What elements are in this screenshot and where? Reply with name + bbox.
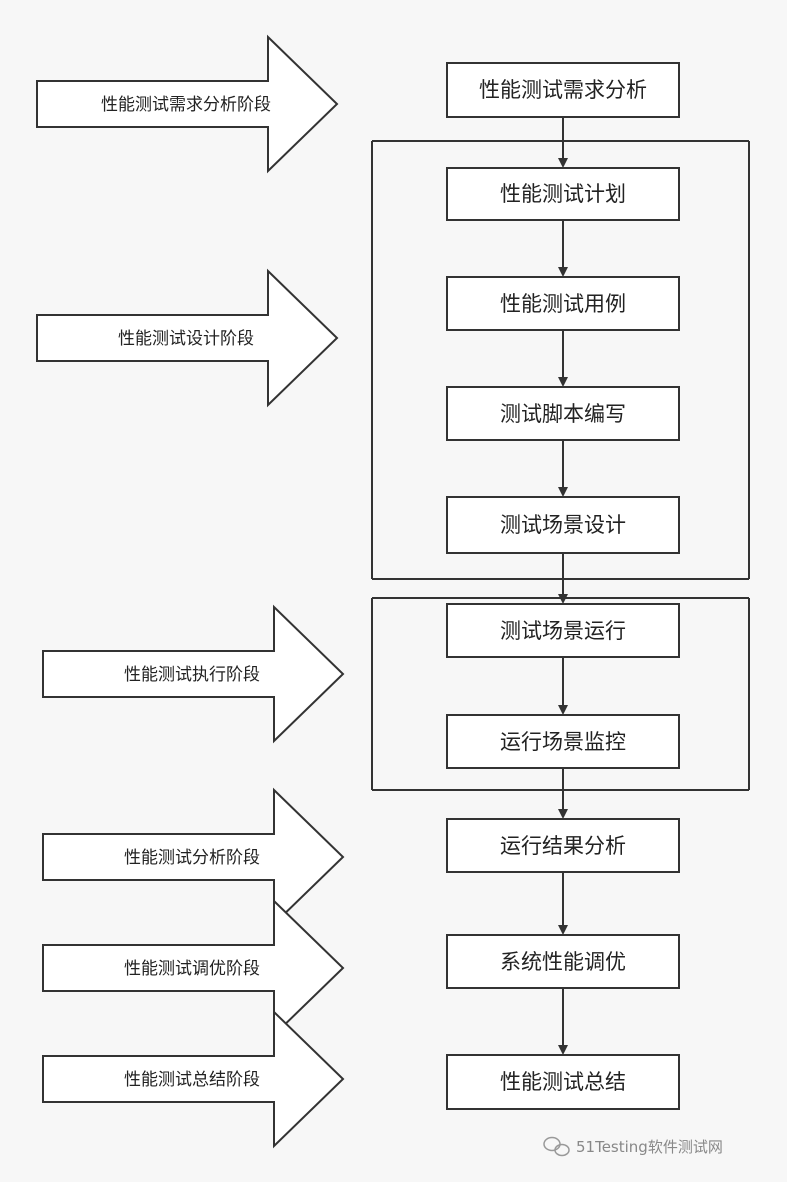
- phase-label: 性能测试分析阶段: [124, 848, 260, 868]
- phase-label: 性能测试设计阶段: [118, 329, 254, 349]
- step-label: 性能测试用例: [500, 292, 626, 316]
- step-box: 性能测试总结: [446, 1054, 680, 1110]
- step-label: 性能测试需求分析: [479, 78, 647, 102]
- phase-label: 性能测试总结阶段: [124, 1070, 260, 1090]
- step-box: 性能测试计划: [446, 167, 680, 221]
- step-box: 测试场景设计: [446, 496, 680, 554]
- step-box: 系统性能调优: [446, 934, 680, 989]
- watermark: 51Testing软件测试网: [543, 1136, 723, 1157]
- step-box: 性能测试需求分析: [446, 62, 680, 118]
- watermark-text: 51Testing软件测试网: [576, 1138, 723, 1156]
- step-label: 系统性能调优: [500, 950, 626, 974]
- phase-label: 性能测试需求分析阶段: [101, 95, 271, 115]
- step-box: 性能测试用例: [446, 276, 680, 331]
- design-phase-group: [371, 140, 750, 580]
- step-box: 测试场景运行: [446, 603, 680, 658]
- phase-label: 性能测试调优阶段: [124, 959, 260, 979]
- step-label: 运行场景监控: [500, 730, 626, 754]
- step-box: 运行结果分析: [446, 818, 680, 873]
- step-label: 运行结果分析: [500, 834, 626, 858]
- wechat-icon: [543, 1136, 570, 1157]
- step-label: 测试场景运行: [500, 619, 626, 643]
- phase-label: 性能测试执行阶段: [124, 665, 260, 685]
- step-label: 性能测试计划: [500, 182, 626, 206]
- phase-arrow-summary: 性能测试总结阶段: [42, 1009, 345, 1149]
- phase-arrow-execution: 性能测试执行阶段: [42, 604, 345, 744]
- step-box: 运行场景监控: [446, 714, 680, 769]
- phase-arrow-analysis: 性能测试分析阶段: [42, 787, 345, 927]
- phase-arrow-requirements: 性能测试需求分析阶段: [36, 34, 339, 174]
- step-label: 性能测试总结: [500, 1070, 626, 1094]
- step-box: 测试脚本编写: [446, 386, 680, 441]
- step-label: 测试场景设计: [500, 513, 626, 537]
- step-label: 测试脚本编写: [500, 402, 626, 426]
- phase-arrow-tuning: 性能测试调优阶段: [42, 898, 345, 1038]
- phase-arrow-design: 性能测试设计阶段: [36, 268, 339, 408]
